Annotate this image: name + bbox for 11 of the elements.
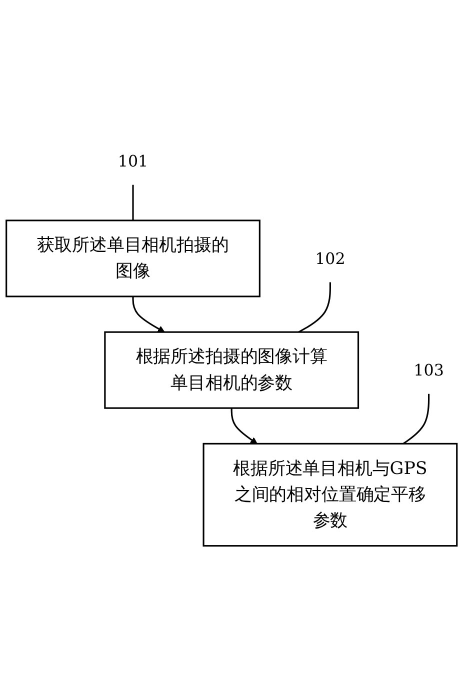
node-text: 101	[118, 152, 148, 172]
node-text: 102	[315, 249, 346, 268]
arrow	[230, 408, 258, 444]
connector	[132, 185, 134, 221]
connector	[402, 394, 430, 445]
arrow	[132, 296, 165, 333]
node-box: 获取所述单目相机拍摄的图像	[6, 220, 260, 298]
node-box: 根据所述拍摄的图像计算单目相机的参数	[104, 332, 360, 410]
node-text: 103	[414, 361, 444, 380]
connector	[298, 282, 331, 334]
node-box: 根据所述单目相机与GPS之间的相对位置确定平移参数	[202, 443, 458, 548]
